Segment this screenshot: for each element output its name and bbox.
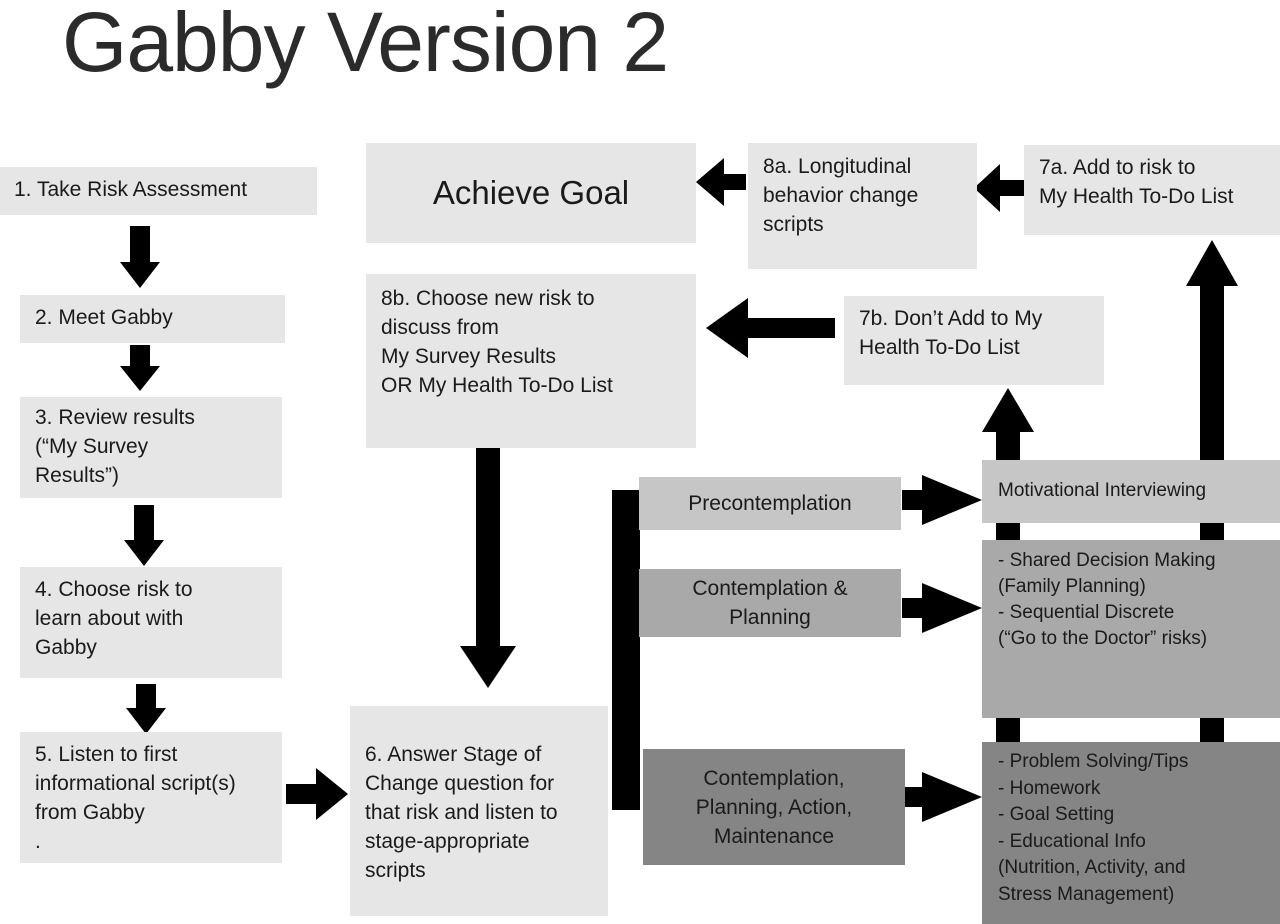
step-6-box: 6. Answer Stage of Change question for t… bbox=[350, 706, 608, 916]
step-8a-label: 8a. Longitudinal behavior change scripts bbox=[763, 155, 919, 236]
arrow-7b-to-8b bbox=[706, 298, 835, 358]
step-3-box: 3. Review results (“My Survey Results”) bbox=[20, 397, 282, 498]
stage-precontemplation-label: Precontemplation bbox=[688, 492, 852, 515]
stage-contemplation-planning-label: Contemplation & Planning bbox=[692, 577, 848, 629]
arrow-4-to-5 bbox=[126, 684, 166, 734]
step-7a-label: 7a. Add to risk to My Health To-Do List bbox=[1039, 156, 1234, 208]
achieve-goal-label: Achieve Goal bbox=[432, 174, 630, 211]
arrow-1-to-2 bbox=[120, 226, 160, 288]
intervention-ps-label: - Problem Solving/Tips - Homework - Goal… bbox=[998, 751, 1189, 905]
step-4-label: 4. Choose risk to learn about with Gabby bbox=[35, 578, 193, 659]
stage-bracket bbox=[612, 490, 640, 810]
intervention-sdm: - Shared Decision Making (Family Plannin… bbox=[982, 540, 1280, 718]
arrow-8a-to-goal bbox=[696, 158, 746, 206]
arrow-8b-to-6 bbox=[460, 448, 516, 688]
stage-cpam-label: Contemplation, Planning, Action, Mainten… bbox=[695, 766, 853, 848]
stage-contemplation-planning: Contemplation & Planning bbox=[639, 569, 901, 637]
arrow-3-to-4 bbox=[124, 505, 164, 566]
intervention-sdm-label: - Shared Decision Making (Family Plannin… bbox=[998, 550, 1216, 649]
arrow-cpam-to-ps bbox=[902, 772, 982, 822]
step-8a-box: 8a. Longitudinal behavior change scripts bbox=[748, 143, 977, 269]
step-1-box: 1. Take Risk Assessment bbox=[0, 167, 317, 215]
intervention-ps: - Problem Solving/Tips - Homework - Goal… bbox=[982, 742, 1280, 924]
stage-cpam: Contemplation, Planning, Action, Mainten… bbox=[643, 749, 905, 865]
arrow-up-7b-head bbox=[982, 388, 1034, 432]
arrow-precontemplation-to-mi bbox=[902, 475, 982, 525]
arrow-contemplation-to-sdm bbox=[902, 583, 982, 633]
step-7b-label: 7b. Don’t Add to My Health To-Do List bbox=[859, 307, 1043, 359]
stage-precontemplation: Precontemplation bbox=[639, 477, 901, 530]
step-1-label: 1. Take Risk Assessment bbox=[14, 178, 248, 201]
step-4-box: 4. Choose risk to learn about with Gabby bbox=[20, 567, 282, 678]
arrow-5-to-6 bbox=[286, 768, 348, 820]
step-8b-box: 8b. Choose new risk to discuss from My S… bbox=[366, 274, 696, 448]
step-6-label: 6. Answer Stage of Change question for t… bbox=[365, 743, 558, 882]
step-8b-label: 8b. Choose new risk to discuss from My S… bbox=[381, 287, 613, 397]
step-2-label: 2. Meet Gabby bbox=[35, 306, 173, 329]
arrow-2-to-3 bbox=[120, 345, 160, 391]
intervention-mi: Motivational Interviewing bbox=[982, 460, 1280, 523]
arrow-up-7a-head bbox=[1186, 240, 1238, 286]
step-5-box: 5. Listen to first informational script(… bbox=[20, 732, 282, 863]
step-7a-box: 7a. Add to risk to My Health To-Do List bbox=[1024, 145, 1280, 235]
diagram-title: Gabby Version 2 bbox=[62, 0, 669, 89]
step-7b-box: 7b. Don’t Add to My Health To-Do List bbox=[844, 296, 1104, 385]
achieve-goal-box: Achieve Goal bbox=[366, 143, 696, 243]
step-2-box: 2. Meet Gabby bbox=[20, 295, 285, 343]
step-3-label: 3. Review results (“My Survey Results”) bbox=[35, 406, 195, 487]
arrow-7a-to-8a bbox=[974, 164, 1024, 212]
intervention-mi-label: Motivational Interviewing bbox=[998, 480, 1207, 501]
step-5-label: 5. Listen to first informational script(… bbox=[35, 743, 236, 853]
